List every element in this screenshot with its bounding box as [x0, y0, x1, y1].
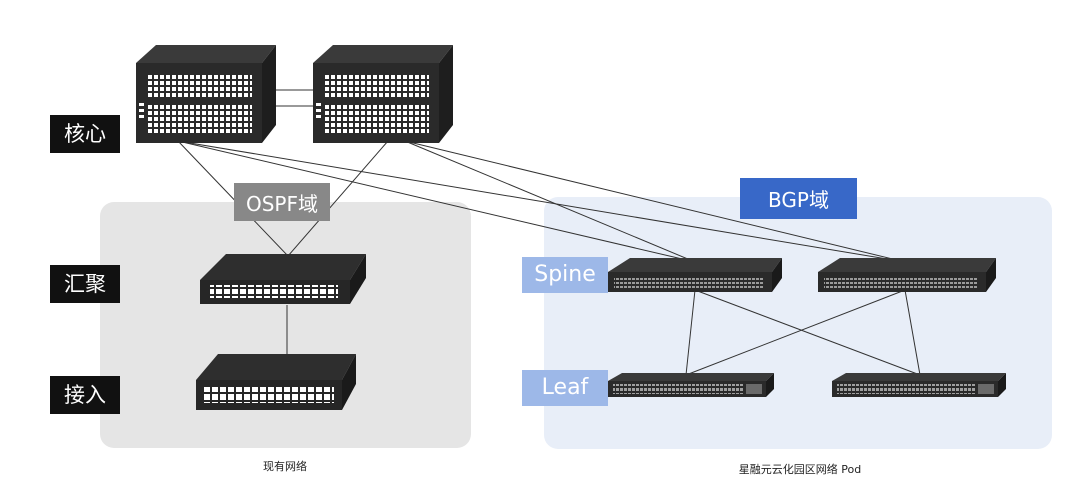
link-core1-spine2	[177, 140, 906, 263]
layer-label-core: 核心	[50, 115, 120, 153]
aggregation-switch	[200, 254, 366, 304]
link-core2-spine2	[404, 140, 906, 263]
core-switch-2	[313, 45, 453, 143]
link-spine1-leaf1	[685, 289, 696, 376]
bgp-domain-badge: BGP域	[740, 178, 857, 219]
link-core2-spine1	[404, 140, 696, 263]
leaf-switch-1	[608, 373, 774, 397]
link-core2-aggregation	[287, 140, 389, 257]
layer-label-spine: Spine	[522, 257, 608, 293]
core-switch-1	[136, 45, 276, 143]
link-core1-spine1	[177, 140, 696, 263]
layer-label-access: 接入	[50, 376, 120, 414]
caption-pod: 星融元云化园区网络 Pod	[738, 463, 862, 476]
spine-switch-1	[608, 258, 782, 292]
link-spine1-leaf2	[694, 289, 921, 376]
spine-switch-2	[818, 258, 996, 292]
leaf-switch-2	[832, 373, 1006, 397]
ospf-domain-badge: OSPF域	[234, 183, 330, 221]
access-switch	[196, 354, 356, 410]
pod-region	[544, 197, 1052, 449]
caption-existing-network: 现有网络	[263, 460, 307, 473]
layer-label-leaf: Leaf	[522, 370, 608, 406]
link-spine2-leaf2	[904, 289, 921, 376]
link-spine2-leaf1	[685, 289, 906, 376]
link-core1-aggregation	[177, 140, 289, 257]
layer-label-aggregation: 汇聚	[50, 265, 120, 303]
